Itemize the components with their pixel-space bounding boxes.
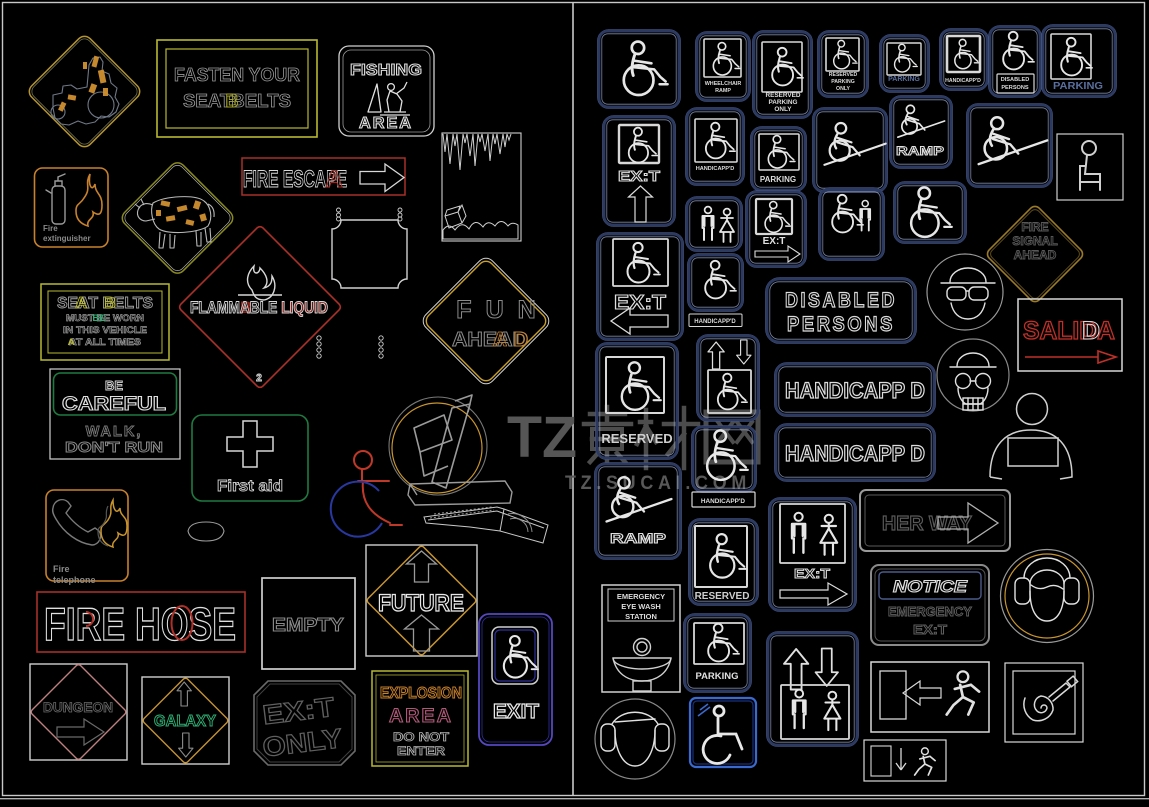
svg-text:RESERVED: RESERVED: [829, 72, 858, 78]
svg-text:Fire: Fire: [53, 564, 70, 574]
svg-text:EMERGENCY: EMERGENCY: [888, 604, 972, 619]
svg-text:extinguisher: extinguisher: [43, 234, 91, 243]
svg-text:BE: BE: [105, 378, 123, 393]
svg-text:NOTICE: NOTICE: [893, 577, 968, 596]
svg-text:RESERVED: RESERVED: [695, 591, 750, 602]
svg-text:EMPTY: EMPTY: [272, 615, 344, 635]
svg-text:EYE WASH: EYE WASH: [621, 602, 661, 611]
svg-text:HANDICAPP'D: HANDICAPP'D: [701, 498, 746, 505]
svg-text:AHEAD: AHEAD: [452, 329, 528, 351]
svg-text:HANDICAPP'D: HANDICAPP'D: [945, 78, 981, 84]
svg-text:telephone: telephone: [53, 575, 96, 585]
svg-text:PARKING: PARKING: [888, 76, 920, 83]
svg-text:STATION: STATION: [625, 612, 657, 621]
svg-text:SIGNAL: SIGNAL: [1012, 234, 1057, 248]
svg-text:SEAT BELTS: SEAT BELTS: [57, 295, 153, 312]
svg-text:A: A: [68, 337, 75, 348]
svg-text:ENTER: ENTER: [397, 744, 445, 758]
svg-text:Fire: Fire: [43, 224, 58, 233]
svg-text:TZ.SUCAI.COM: TZ.SUCAI.COM: [565, 473, 751, 494]
svg-text:RESERVED: RESERVED: [601, 431, 672, 446]
svg-text:EX:T: EX:T: [794, 566, 830, 581]
svg-text:EX:T: EX:T: [763, 236, 786, 247]
svg-text:EX:T: EX:T: [618, 168, 660, 185]
svg-text:FUN: FUN: [456, 296, 549, 324]
svg-text:A: A: [75, 295, 87, 312]
svg-text:WALK,: WALK,: [86, 424, 143, 440]
svg-text:HANDICAPP D: HANDICAPP D: [785, 441, 925, 466]
svg-text:SEATBELTS: SEATBELTS: [183, 91, 291, 111]
svg-text:DO NOT: DO NOT: [393, 730, 450, 744]
svg-text:SALIDA: SALIDA: [1023, 317, 1115, 345]
svg-text:HANDICAPP'D: HANDICAPP'D: [694, 319, 736, 325]
svg-text:FIRE: FIRE: [1021, 220, 1048, 234]
svg-text:EMERGENCY: EMERGENCY: [617, 592, 665, 601]
svg-text:WHEELCHAIR: WHEELCHAIR: [705, 81, 742, 87]
svg-text:FUTURE: FUTURE: [378, 590, 464, 617]
svg-text:EXIT: EXIT: [493, 701, 539, 723]
svg-text:EXPLOSION: EXPLOSION: [380, 685, 462, 702]
svg-text:PARKING: PARKING: [695, 671, 738, 682]
svg-text:D: D: [1082, 317, 1100, 345]
svg-text:RAMP: RAMP: [715, 88, 731, 94]
svg-text:B: B: [240, 298, 252, 317]
svg-text:DISABLED: DISABLED: [785, 289, 897, 312]
svg-text:ONLY: ONLY: [774, 106, 792, 113]
svg-text:RAMP: RAMP: [610, 530, 666, 546]
svg-text:AREA: AREA: [359, 115, 413, 132]
svg-text:FIRE ESCAPE: FIRE ESCAPE: [243, 166, 347, 193]
svg-text:PERSONS: PERSONS: [787, 313, 895, 336]
svg-text:EX:T: EX:T: [614, 292, 666, 314]
svg-text:DISABLED: DISABLED: [1001, 77, 1030, 83]
svg-text:HANDICAPP D: HANDICAPP D: [785, 378, 925, 403]
svg-text:B: B: [226, 91, 239, 111]
svg-text:AREA: AREA: [389, 706, 453, 727]
svg-text:PARKING: PARKING: [1053, 80, 1103, 92]
svg-text:MUST BE WORN: MUST BE WORN: [66, 313, 144, 324]
svg-text:PARKING: PARKING: [831, 79, 855, 85]
svg-text:RAMP: RAMP: [896, 144, 944, 158]
svg-text:D: D: [514, 329, 528, 351]
svg-text:DUNGEON: DUNGEON: [43, 700, 113, 715]
svg-text:A: A: [493, 329, 507, 351]
svg-text:RESERVED: RESERVED: [765, 92, 800, 99]
svg-text:PERSONS: PERSONS: [1001, 85, 1029, 91]
svg-text:HANDICAPP'D: HANDICAPP'D: [696, 166, 735, 172]
svg-text:FASTEN YOUR: FASTEN YOUR: [174, 65, 300, 85]
svg-text:AT ALL TIMES: AT ALL TIMES: [69, 337, 141, 348]
svg-text:IN THIS VEHICLE: IN THIS VEHICLE: [63, 325, 147, 336]
svg-text:GALAXY: GALAXY: [154, 713, 216, 730]
svg-text:LIQUID: LIQUID: [281, 298, 327, 317]
svg-text:PARKING: PARKING: [760, 175, 796, 184]
svg-text:B: B: [104, 295, 116, 312]
svg-text:AHEAD: AHEAD: [1014, 248, 1057, 262]
svg-text:EX:T: EX:T: [913, 622, 947, 637]
svg-text:First aid: First aid: [217, 478, 283, 495]
svg-text:DON'T RUN: DON'T RUN: [65, 440, 163, 456]
svg-text:CAREFUL: CAREFUL: [62, 394, 166, 415]
svg-text:2: 2: [256, 373, 262, 384]
svg-text:FISHING: FISHING: [350, 62, 422, 79]
svg-text:PARKING: PARKING: [769, 99, 798, 106]
svg-text:ONLY: ONLY: [836, 86, 850, 92]
svg-text:A: A: [325, 166, 342, 193]
svg-text:FLAMMABLE LIQUID: FLAMMABLE LIQUID: [190, 298, 328, 317]
svg-text:HER WAY: HER WAY: [882, 513, 973, 535]
svg-text:BE: BE: [92, 313, 105, 324]
svg-text:TZ: TZ: [507, 405, 577, 470]
svg-text:FIRE HOSE: FIRE HOSE: [44, 598, 236, 650]
